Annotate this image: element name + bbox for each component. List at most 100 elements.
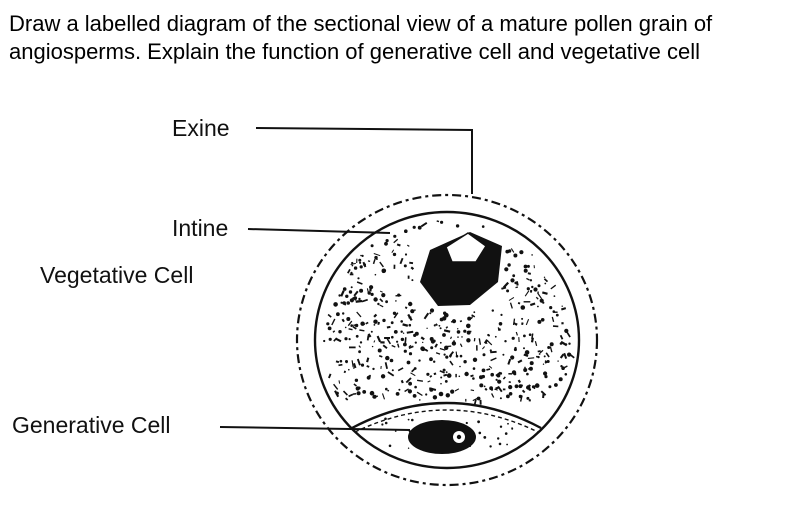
cytoplasm-stipple: [439, 370, 445, 374]
intine-leader-line: [247, 228, 391, 234]
cytoplasm-stipple: [358, 345, 361, 348]
cytoplasm-stipple: [442, 333, 446, 337]
cytoplasm-stipple: [353, 362, 357, 369]
cytoplasm-stipple: [476, 396, 481, 401]
cytoplasm-stipple: [396, 340, 399, 343]
cytoplasm-stipple: [405, 377, 412, 384]
cytoplasm-stipple: [403, 342, 407, 347]
cytoplasm-stipple: [360, 363, 365, 367]
cytoplasm-stipple: [458, 375, 461, 378]
cytoplasm-stipple: [533, 287, 538, 292]
cytoplasm-stipple: [510, 278, 515, 283]
exine-wall: [295, 193, 599, 487]
cytoplasm-stipple: [537, 319, 542, 324]
generative-stipple: [504, 432, 508, 435]
cytoplasm-stipple: [529, 279, 533, 282]
cytoplasm-stipple: [508, 392, 513, 396]
cytoplasm-stipple: [512, 274, 516, 278]
cytoplasm-stipple: [459, 365, 461, 368]
cytoplasm-stipple: [504, 340, 507, 343]
cytoplasm-stipple: [519, 395, 523, 402]
cytoplasm-stipple: [484, 387, 488, 391]
cytoplasm-stipple: [384, 362, 388, 370]
cytoplasm-stipple: [481, 368, 486, 373]
cytoplasm-stipple: [391, 249, 395, 254]
cytoplasm-stipple: [435, 352, 441, 355]
generative-stipple: [497, 437, 500, 440]
cytoplasm-stipple: [560, 307, 567, 311]
cytoplasm-stipple: [356, 281, 363, 285]
cytoplasm-stipple: [411, 367, 417, 373]
cytoplasm-stipple: [549, 342, 554, 347]
cytoplasm-stipple: [559, 334, 564, 340]
cytoplasm-stipple: [443, 373, 448, 377]
cytoplasm-stipple: [373, 324, 376, 326]
cytoplasm-stipple: [434, 343, 438, 348]
cytoplasm-stipple: [397, 343, 400, 348]
cytoplasm-stipple: [370, 244, 374, 248]
cytoplasm-stipple: [515, 331, 518, 336]
cytoplasm-stipple: [410, 372, 416, 377]
cytoplasm-stipple: [540, 390, 547, 396]
cytoplasm-stipple: [507, 263, 511, 267]
cytoplasm-stipple: [459, 354, 463, 358]
cytoplasm-stipple: [528, 399, 532, 402]
cytoplasm-stipple: [385, 300, 388, 304]
cytoplasm-stipple: [335, 337, 342, 343]
cytoplasm-stipple: [539, 349, 544, 354]
cytoplasm-stipple: [422, 341, 424, 344]
cytoplasm-stipple: [343, 370, 347, 374]
cytoplasm-stipple: [396, 243, 401, 247]
cytoplasm-stipple: [464, 371, 469, 377]
cytoplasm-stipple: [348, 338, 351, 341]
cytoplasm-stipple: [497, 379, 502, 384]
cytoplasm-stipple: [407, 389, 412, 394]
cytoplasm-stipple: [408, 352, 413, 356]
cytoplasm-stipple: [543, 276, 546, 278]
cytoplasm-stipple: [381, 268, 387, 274]
cytoplasm-stipple: [457, 336, 459, 338]
cytoplasm-stipple: [429, 312, 432, 315]
cytoplasm-stipple: [472, 357, 478, 362]
cytoplasm-stipple: [526, 287, 530, 291]
cytoplasm-stipple: [367, 333, 372, 338]
cytoplasm-stipple: [339, 359, 343, 363]
exine-leader-line: [255, 127, 473, 194]
cytoplasm-stipple: [489, 349, 492, 352]
cytoplasm-stipple: [354, 298, 357, 301]
cytoplasm-stipple: [414, 341, 417, 344]
cytoplasm-stipple: [338, 294, 341, 297]
cytoplasm-stipple: [369, 390, 375, 396]
cytoplasm-stipple: [472, 377, 475, 380]
cytoplasm-stipple: [403, 349, 407, 353]
cytoplasm-stipple: [514, 281, 517, 285]
cytoplasm-stipple: [440, 382, 442, 385]
cytoplasm-stipple: [489, 386, 493, 391]
cytoplasm-stipple: [507, 249, 512, 253]
question-text: Draw a labelled diagram of the sectional…: [9, 11, 713, 64]
cytoplasm-stipple: [372, 258, 376, 265]
cytoplasm-stipple: [406, 330, 414, 334]
cytoplasm-stipple: [404, 337, 407, 343]
cytoplasm-stipple: [390, 321, 394, 325]
vegetative-cell-label: Vegetative Cell: [40, 262, 193, 288]
cytoplasm-stipple: [508, 385, 513, 390]
cytoplasm-stipple: [502, 353, 505, 356]
generative-stipple: [384, 417, 387, 421]
cytoplasm-stipple: [537, 305, 539, 308]
cytoplasm-stipple: [494, 335, 497, 338]
cytoplasm-stipple: [495, 378, 498, 381]
cytoplasm-stipple: [386, 338, 392, 345]
cytoplasm-stipple: [526, 396, 530, 400]
cytoplasm-stipple: [353, 367, 355, 369]
cytoplasm-stipple: [356, 358, 361, 366]
cytoplasm-stipple: [408, 381, 412, 386]
cytoplasm-stipple: [379, 298, 384, 303]
cytoplasm-stipple: [327, 326, 332, 331]
cytoplasm-stipple: [456, 330, 461, 334]
cytoplasm-stipple: [426, 372, 430, 376]
cytoplasm-stipple: [355, 386, 360, 391]
cytoplasm-stipple: [429, 387, 434, 392]
cytoplasm-stipple: [438, 324, 441, 327]
cytoplasm-stipple: [345, 294, 349, 298]
